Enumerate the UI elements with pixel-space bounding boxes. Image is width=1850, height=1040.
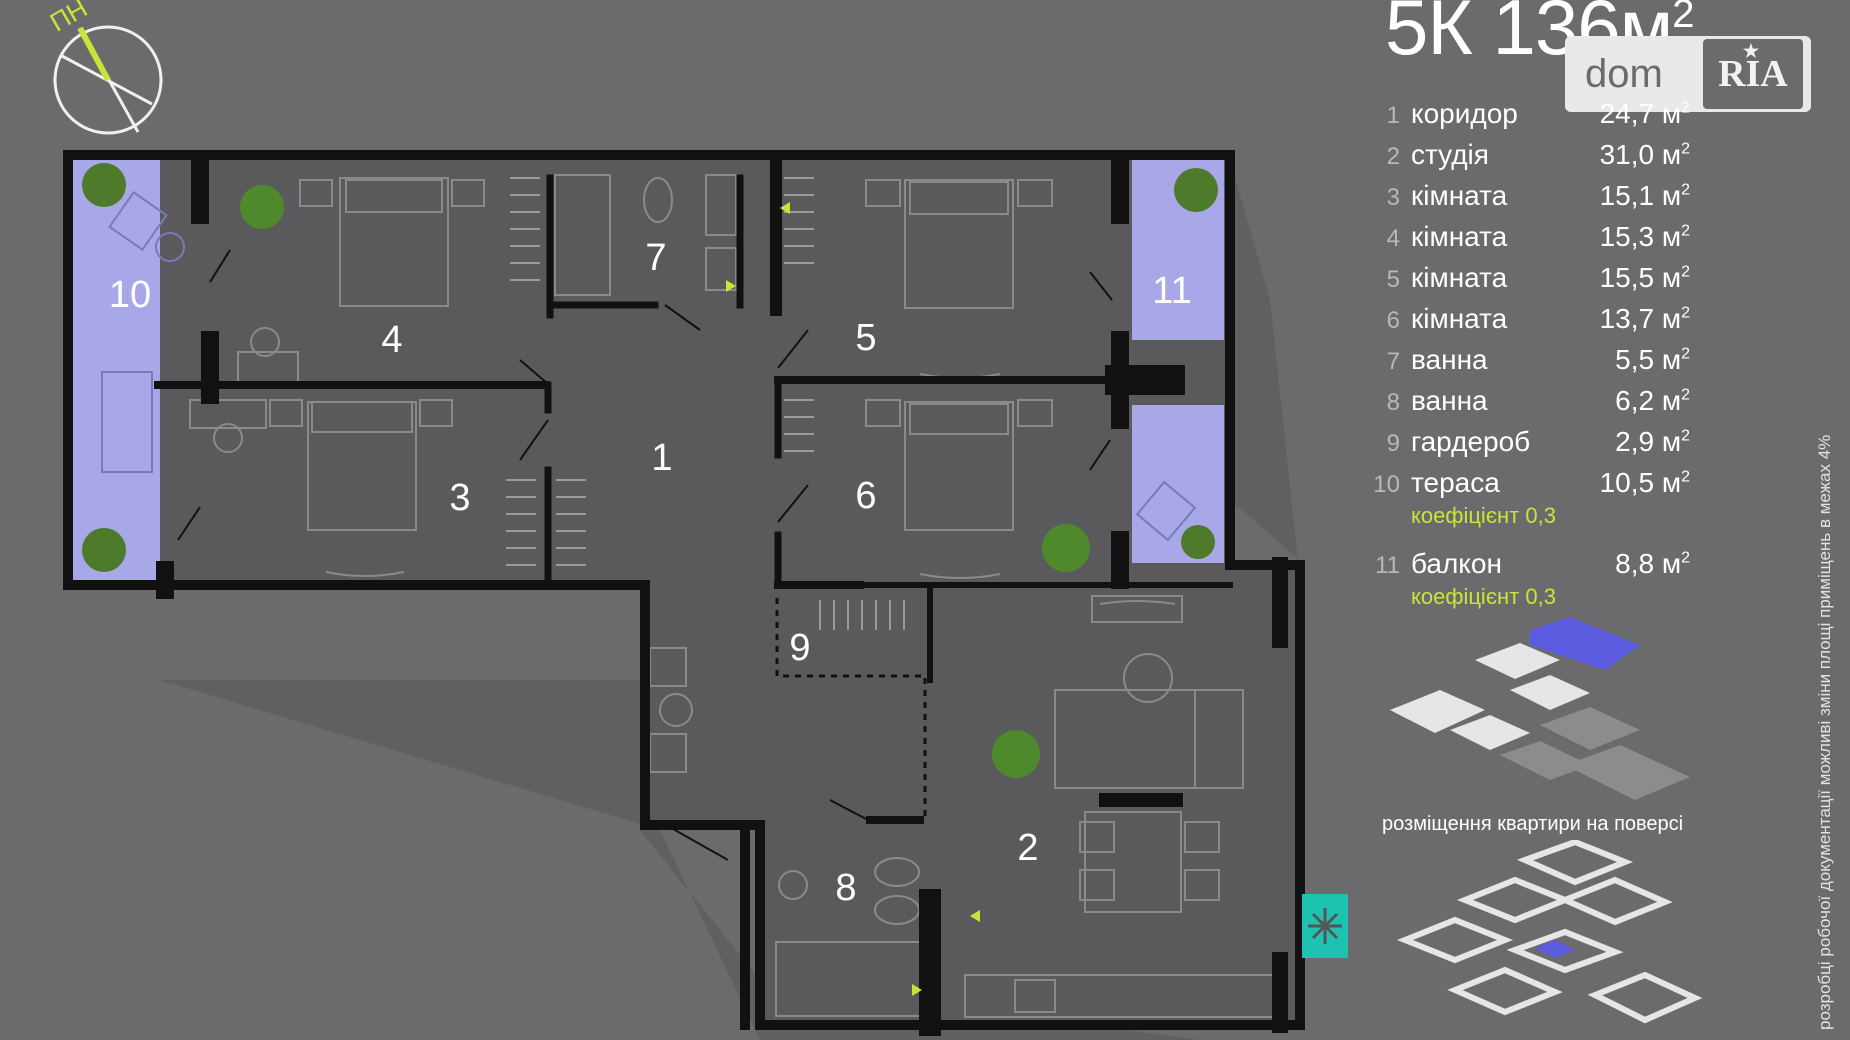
- apartment-title: 5К 136м2: [1385, 0, 1695, 71]
- room-label-5: 5: [855, 317, 876, 359]
- room-label-11: 11: [1152, 270, 1191, 312]
- coefficient-note: коефіцієнт 0,3: [1411, 503, 1556, 528]
- wardrobe-hatching: [506, 177, 905, 630]
- room-labels: 1 2 3 4 5 6 7 8 9 10 11: [109, 237, 1192, 909]
- plant-icons: [240, 185, 1090, 778]
- logo-dom-text: dom: [1585, 51, 1663, 96]
- room-label-9: 9: [789, 627, 810, 669]
- wardrobe-zone-outline: [775, 598, 927, 820]
- compass-icon: [53, 25, 163, 135]
- floor: [68, 155, 1300, 1025]
- room-label-8: 8: [835, 867, 856, 909]
- coefficient-note: коефіцієнт 0,3: [1411, 584, 1556, 609]
- logo-ria-badge: ★ RIA: [1702, 39, 1803, 109]
- room-label-1: 1: [651, 437, 672, 479]
- terraces: [72, 158, 1224, 583]
- disclaimer-note: розробці робочої документації можливі зм…: [1815, 434, 1834, 1030]
- floor-caption: розміщення квартири на поверсі: [1382, 813, 1684, 835]
- room-label-7: 7: [645, 237, 666, 279]
- star-icon: ★: [1742, 41, 1759, 61]
- room-label-4: 4: [381, 319, 402, 361]
- service-shaft: [1302, 894, 1348, 958]
- floor-position-diagram: [1390, 617, 1690, 800]
- walls: [63, 150, 1305, 1036]
- building-position-diagram: [1396, 840, 1703, 1024]
- door-swings: [177, 249, 1113, 861]
- floor-plan: 1 2 3 4 5 6 7 8 9 10 11: [53, 25, 1348, 1040]
- room-label-3: 3: [449, 477, 470, 519]
- room-label-2: 2: [1017, 827, 1038, 869]
- entry-markers: [726, 202, 980, 996]
- dom-ria-logo[interactable]: dom ★ RIA: [1565, 36, 1811, 112]
- room-label-6: 6: [855, 475, 876, 517]
- room-label-10: 10: [109, 274, 151, 316]
